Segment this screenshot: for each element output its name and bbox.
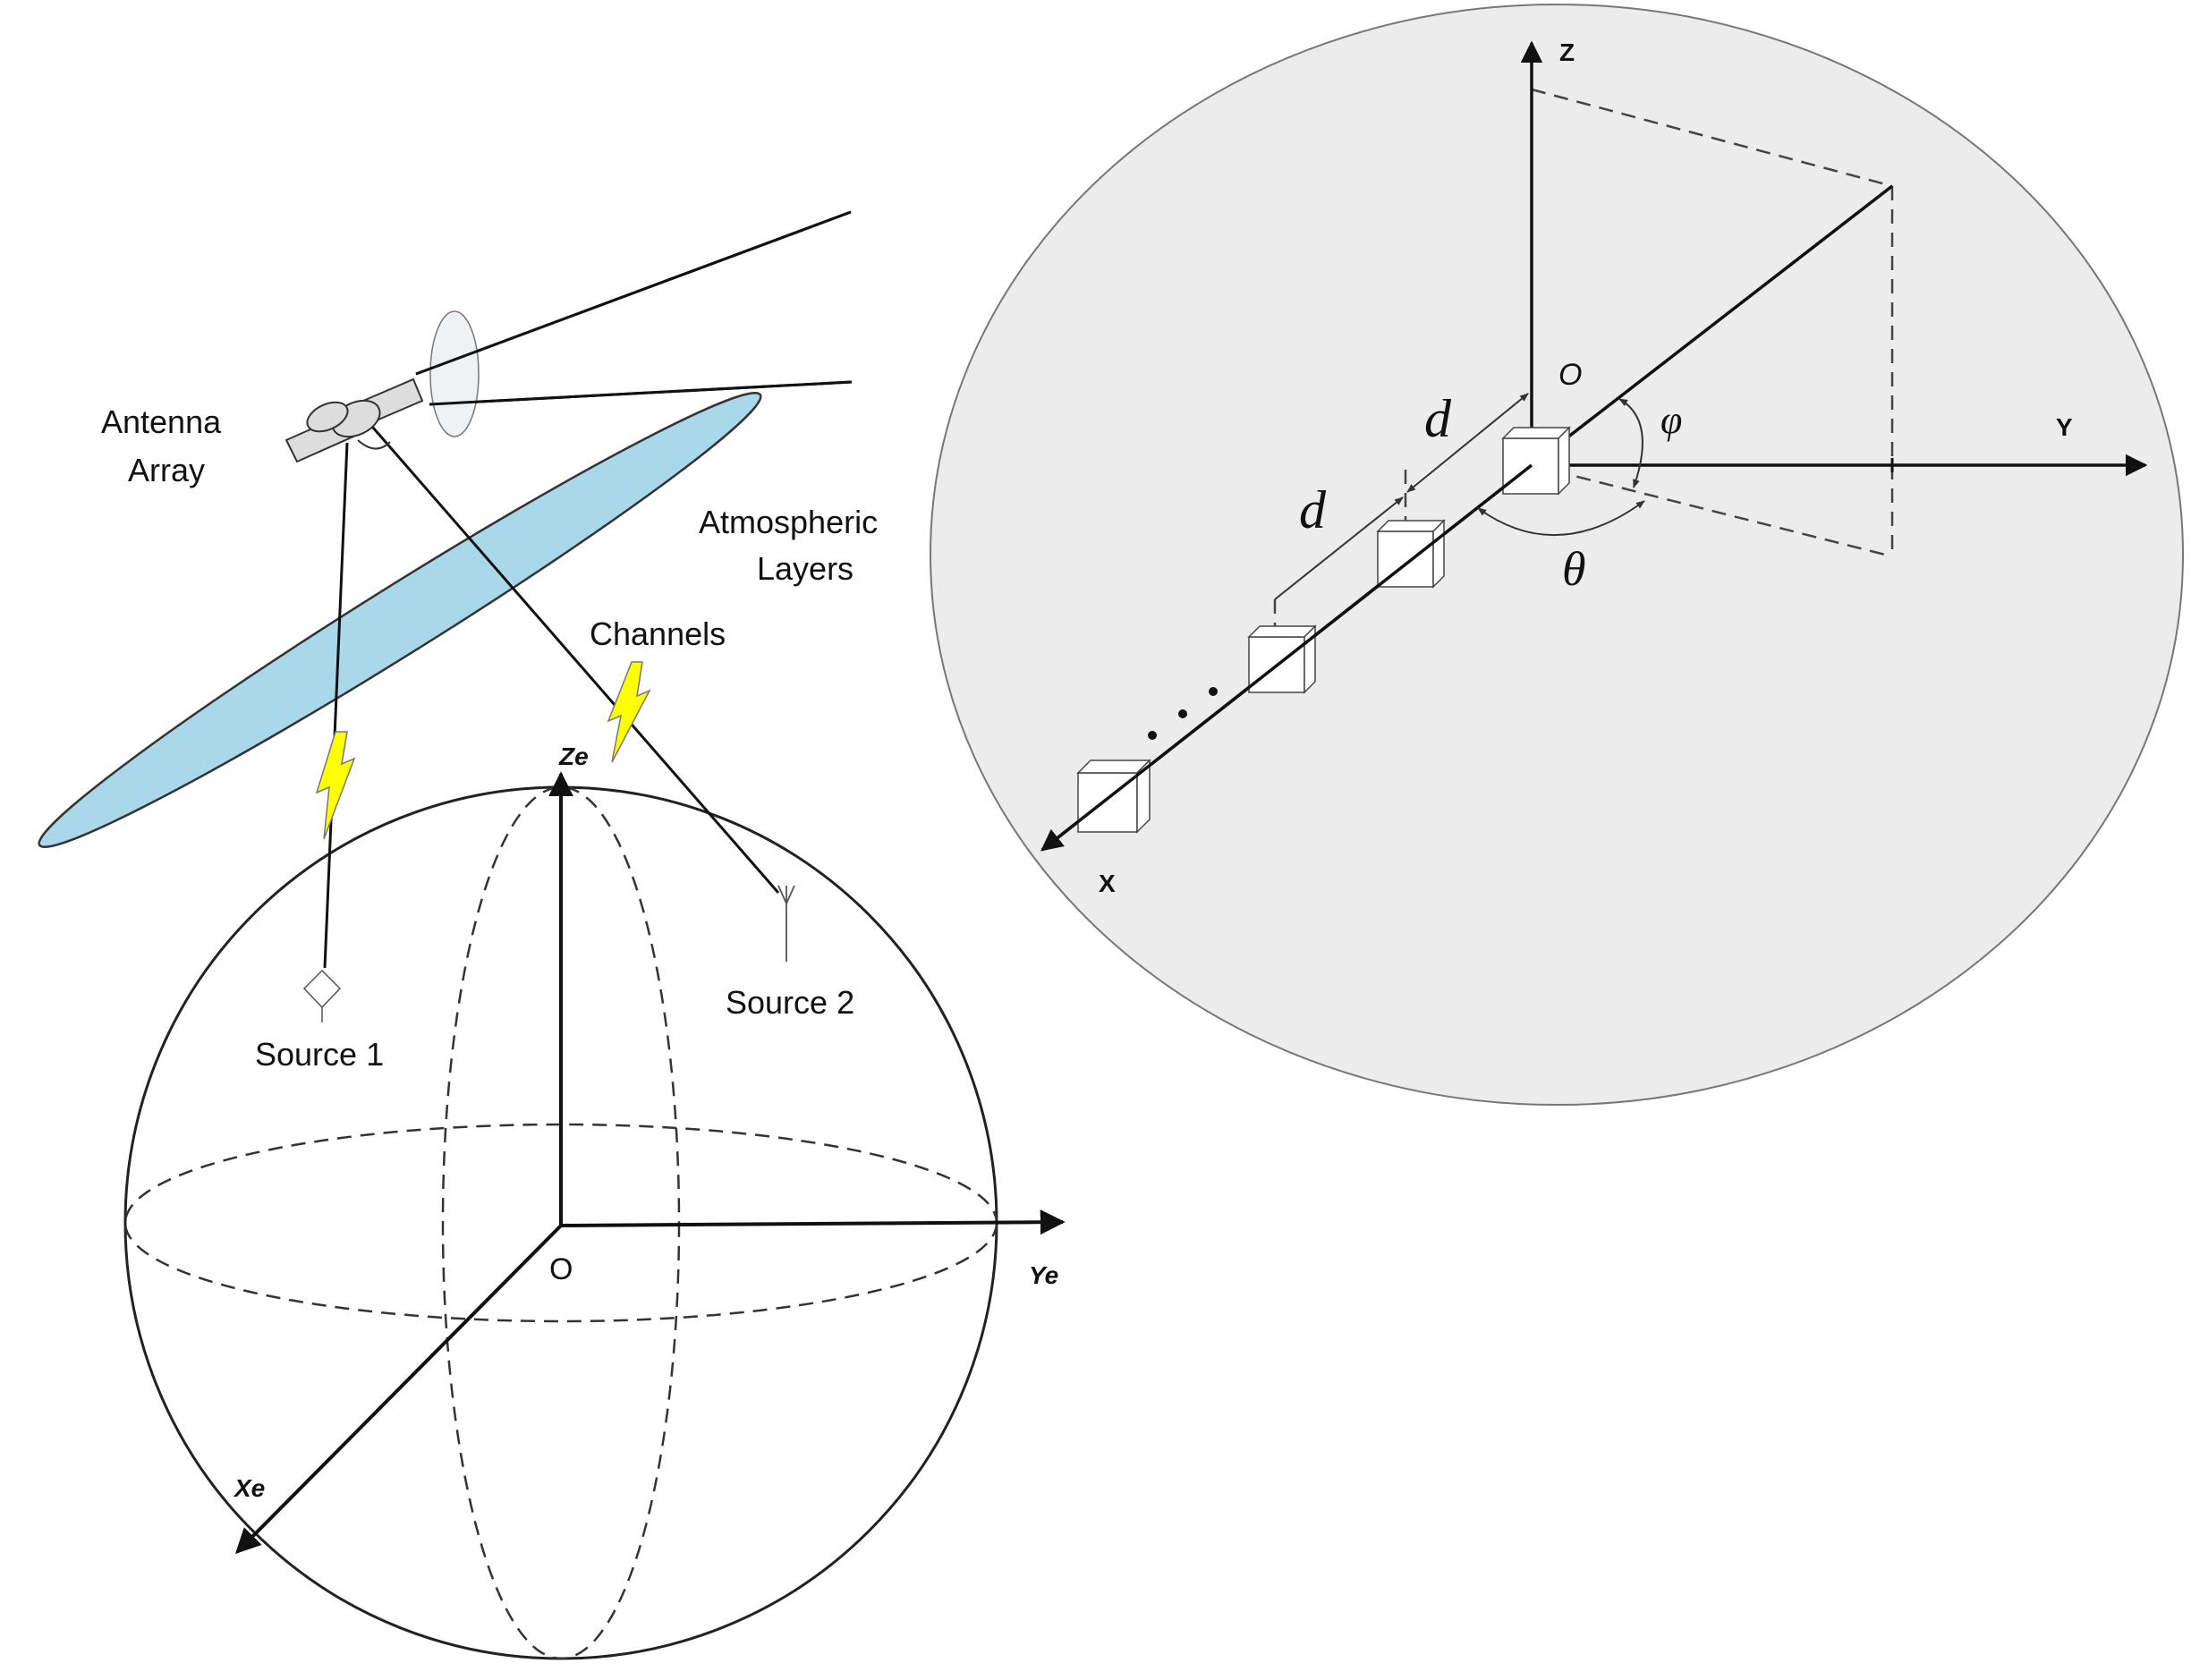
- origin-label: O: [1558, 358, 1582, 392]
- earth-z-label: Ze: [558, 742, 589, 770]
- array-panel-background: [930, 4, 2184, 1106]
- array-geometry-panel: Z Y X O d d φ θ: [930, 4, 2184, 1106]
- direction-projection-lines: [1273, 88, 1894, 631]
- spacing-dimension-1: [1406, 393, 1529, 493]
- spacing-label-d: d: [1424, 389, 1452, 448]
- z-axis-label: Z: [1559, 38, 1575, 66]
- phi-angle-arc: [1618, 398, 1643, 488]
- earth-y-axis: [560, 1209, 1066, 1235]
- array-element: [1076, 759, 1151, 834]
- lightning-bolt-icon: [607, 661, 651, 763]
- ellipsis-dots: [1148, 687, 1218, 740]
- signal-direction-line: [1530, 184, 1894, 467]
- beam-edge-upper-overlay: [415, 210, 852, 376]
- array-element: [1247, 624, 1317, 694]
- spacing-dimension-2: [1274, 496, 1404, 600]
- channel-line-source1: [323, 442, 349, 969]
- spacing-label-d: d: [1299, 480, 1327, 539]
- earth-meridian: [441, 785, 681, 1660]
- source2-antenna-icon: [777, 885, 795, 962]
- satellite-icon: [284, 378, 424, 463]
- source1-label: Source 1: [255, 1036, 384, 1073]
- earth-sphere: Ze Ye Xe O: [123, 742, 1066, 1660]
- atmospheric-layers-label: Atmospheric: [699, 504, 878, 540]
- antenna-array-label: Antenna: [101, 403, 222, 440]
- earth-y-label: Ye: [1029, 1261, 1058, 1289]
- satellite-scenario-panel: Ze Ye Xe O: [38, 210, 1066, 1660]
- source2-label: Source 2: [726, 984, 854, 1021]
- x-axis-overlay: [1040, 463, 1533, 852]
- array-element: [1501, 426, 1571, 496]
- x-axis-label: X: [1099, 870, 1116, 897]
- antenna-array-label: Array: [128, 452, 205, 488]
- earth-origin-label: O: [549, 1252, 573, 1286]
- atmospheric-layer: [38, 391, 762, 849]
- theta-label: θ: [1562, 542, 1586, 596]
- theta-angle-arc: [1477, 500, 1645, 537]
- beam-edge-lower-overlay: [429, 380, 853, 406]
- beam-cross-section: [429, 310, 480, 437]
- channel-line-source2: [365, 420, 780, 894]
- y-axis-label: Y: [2056, 413, 2073, 441]
- lightning-bolt-icon: [315, 731, 356, 840]
- earth-x-axis: [235, 1224, 563, 1554]
- atmospheric-layers-label: Layers: [757, 550, 853, 587]
- earth-x-label: Xe: [233, 1474, 265, 1502]
- phi-label: φ: [1660, 398, 1682, 442]
- channels-label: Channels: [590, 615, 726, 652]
- source1-antenna-icon: [302, 969, 342, 1022]
